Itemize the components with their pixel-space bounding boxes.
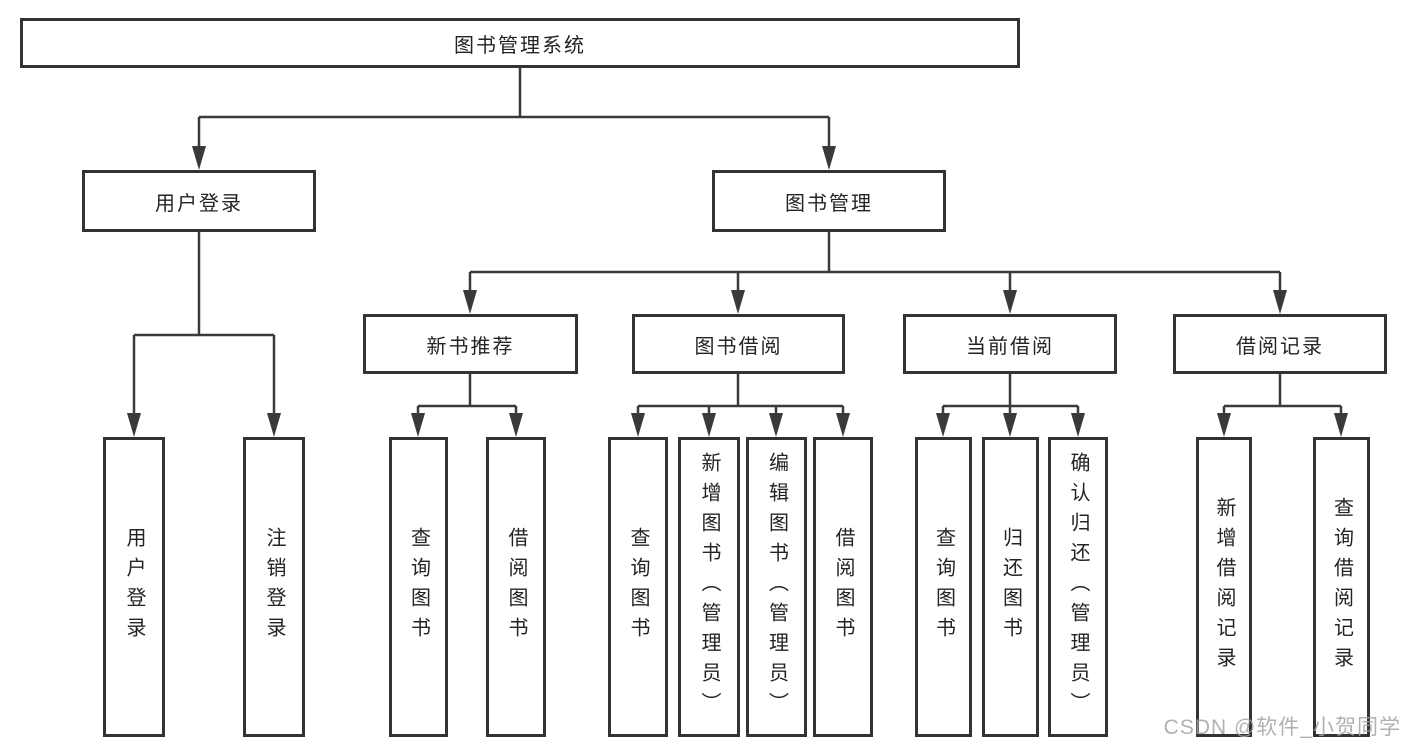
leaf-current-confirm-return-admin: 确认归还（管理员） bbox=[1048, 437, 1108, 737]
leaf-current-return-books: 归还图书 bbox=[982, 437, 1039, 737]
leaf-current-query-books: 查询图书 bbox=[915, 437, 972, 737]
node-label: 用户登录 bbox=[155, 192, 243, 215]
node-label: 新书推荐 bbox=[426, 335, 515, 358]
node-new-book-recommend: 新书推荐 bbox=[363, 314, 578, 374]
node-label: 新增图书（管理员） bbox=[698, 452, 720, 722]
node-label: 图书管理 bbox=[785, 192, 873, 215]
leaf-records-query-record: 查询借阅记录 bbox=[1313, 437, 1370, 737]
node-label: 图书借阅 bbox=[694, 335, 783, 358]
leaf-borrow-add-books-admin: 新增图书（管理员） bbox=[678, 437, 740, 737]
leaf-newrec-query-books: 查询图书 bbox=[389, 437, 448, 737]
leaf-logout: 注销登录 bbox=[243, 437, 305, 737]
node-label: 借阅图书 bbox=[832, 527, 854, 647]
node-book-management: 图书管理 bbox=[712, 170, 946, 232]
leaf-borrow-borrow-books: 借阅图书 bbox=[813, 437, 873, 737]
node-label: 查询图书 bbox=[932, 527, 955, 647]
leaf-newrec-borrow-books: 借阅图书 bbox=[486, 437, 546, 737]
node-label: 注销登录 bbox=[263, 527, 285, 647]
node-user-login: 用户登录 bbox=[82, 170, 316, 232]
node-label: 查询借阅记录 bbox=[1330, 497, 1353, 677]
node-label: 确认归还（管理员） bbox=[1067, 452, 1089, 722]
node-label: 借阅图书 bbox=[505, 527, 527, 647]
leaf-records-add-record: 新增借阅记录 bbox=[1196, 437, 1252, 737]
node-label: 查询图书 bbox=[407, 527, 430, 647]
node-label: 借阅记录 bbox=[1236, 335, 1324, 358]
node-current-borrow: 当前借阅 bbox=[903, 314, 1117, 374]
node-label: 编辑图书（管理员） bbox=[765, 452, 788, 722]
node-library-system: 图书管理系统 bbox=[20, 18, 1020, 68]
node-book-borrow: 图书借阅 bbox=[632, 314, 845, 374]
node-label: 用户登录 bbox=[123, 527, 145, 647]
node-label: 当前借阅 bbox=[966, 335, 1054, 358]
watermark: CSDN @软件_小贺同学 bbox=[1163, 716, 1401, 739]
node-label: 归还图书 bbox=[999, 527, 1022, 647]
leaf-user-login: 用户登录 bbox=[103, 437, 165, 737]
leaf-borrow-edit-books-admin: 编辑图书（管理员） bbox=[746, 437, 807, 737]
node-borrow-records: 借阅记录 bbox=[1173, 314, 1387, 374]
node-label: 新增借阅记录 bbox=[1213, 497, 1235, 677]
node-label: 图书管理系统 bbox=[454, 34, 586, 57]
leaf-borrow-query-books: 查询图书 bbox=[608, 437, 668, 737]
node-label: 查询图书 bbox=[627, 527, 649, 647]
